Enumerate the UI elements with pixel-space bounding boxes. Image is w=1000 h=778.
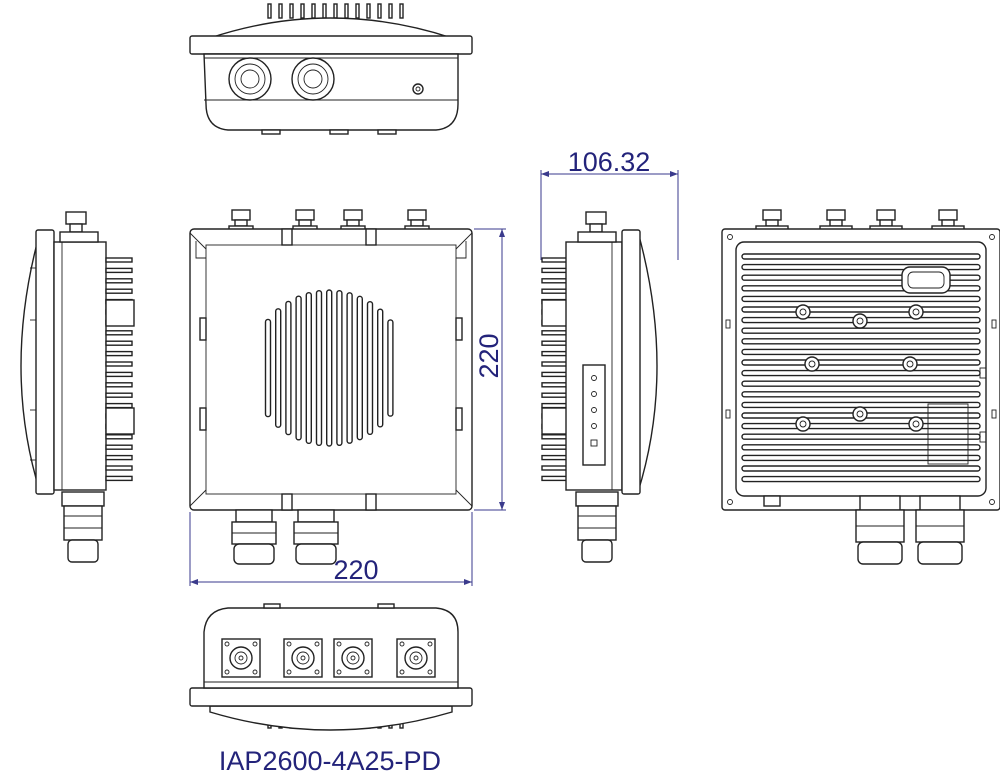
bottom-antenna-connectors (221, 638, 436, 678)
width-dimension: 220 (189, 512, 473, 586)
mounting-bolt (804, 356, 820, 372)
right-side-fins (541, 257, 569, 482)
right-side-gland (575, 491, 619, 563)
model-label: IAP2600-4A25-PD (219, 746, 441, 776)
left-side-fins (105, 257, 133, 482)
n-type-connector (283, 638, 323, 678)
led-indicators (590, 375, 598, 447)
bottom-view (189, 603, 473, 731)
front-gland-right (293, 509, 339, 565)
rear-mounting-bolts (795, 304, 924, 432)
left-side-gland (61, 491, 105, 563)
front-view (189, 209, 473, 565)
top-view (189, 3, 473, 135)
mounting-bolt (795, 304, 811, 320)
cable-gland-right (291, 57, 335, 101)
top-view-fins (267, 3, 404, 19)
front-gland-left (231, 509, 277, 565)
right-side-antenna-connector (577, 211, 617, 243)
mounting-bolt (908, 416, 924, 432)
height-dimension: 220 (474, 228, 506, 511)
left-side-antenna-connector (59, 211, 99, 243)
rear-gland-left (855, 495, 905, 565)
n-type-connector (333, 638, 373, 678)
n-type-connector (396, 638, 436, 678)
depth-dimension-label: 106.32 (568, 147, 651, 177)
mounting-bolt (902, 356, 918, 372)
left-side-view (20, 211, 135, 563)
n-type-connector (221, 638, 261, 678)
height-dimension-label: 220 (474, 333, 504, 378)
mounting-bolt (852, 406, 868, 422)
mounting-bolt (852, 313, 868, 329)
depth-dimension: 106.32 (540, 147, 679, 260)
rear-gland-right (915, 495, 965, 565)
mounting-bolt (908, 304, 924, 320)
mounting-bolt (795, 416, 811, 432)
width-dimension-label: 220 (333, 555, 378, 585)
cable-gland-left (228, 57, 272, 101)
vent-plug (412, 83, 424, 95)
rear-view (721, 209, 1000, 565)
right-side-view (541, 211, 658, 563)
rear-heatsink-fins (741, 253, 981, 483)
front-vent-grille (264, 289, 394, 447)
